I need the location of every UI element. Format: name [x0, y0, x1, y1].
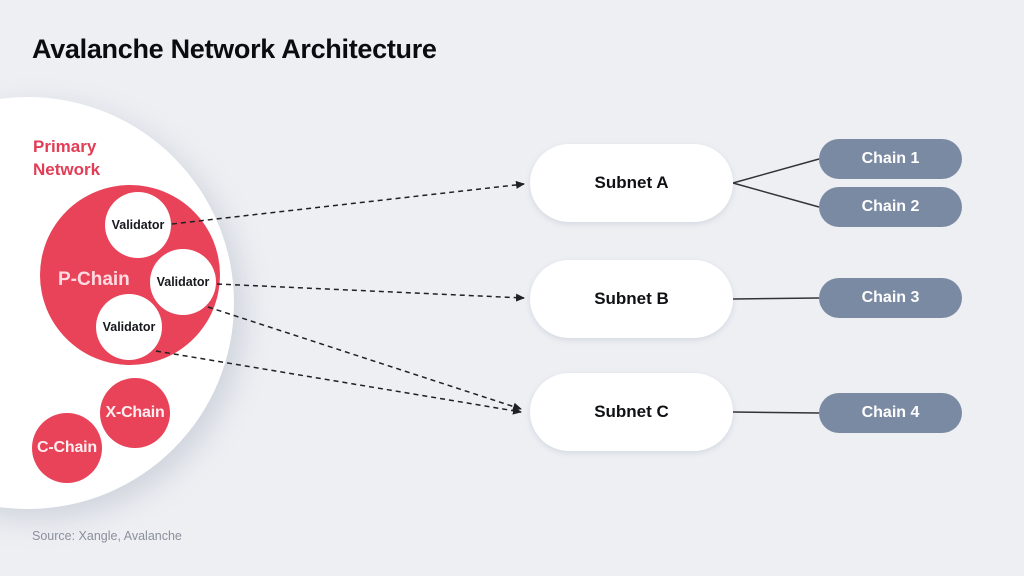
chain-1-label: Chain 1 — [861, 150, 920, 167]
chain-1-node: Chain 1 — [819, 139, 962, 179]
validator-label: Validator — [102, 320, 156, 334]
chain-3-node: Chain 3 — [819, 278, 962, 318]
subnet-c-label: Subnet C — [594, 402, 669, 421]
p-chain-label: P-Chain — [58, 269, 130, 290]
x-chain-circle: X-Chain — [100, 378, 170, 448]
validator-label: Validator — [111, 218, 165, 232]
x-chain-label: X-Chain — [105, 404, 165, 421]
c-chain-circle: C-Chain — [32, 413, 102, 483]
source-note: Source: Xangle, Avalanche — [32, 529, 182, 543]
line-subnetA-chain1 — [732, 158, 820, 184]
chain-4-node: Chain 4 — [819, 393, 962, 433]
line-subnetA-chain2 — [732, 182, 820, 208]
arrow-validator1-subnetA — [171, 180, 525, 225]
subnet-a-label: Subnet A — [594, 173, 669, 192]
primary-network-label: Primary Network — [33, 137, 101, 179]
chain-2-label: Chain 2 — [861, 198, 920, 215]
subnet-a-node: Subnet A — [530, 144, 733, 222]
subnet-c-node: Subnet C — [530, 373, 733, 451]
line-subnetB-chain3 — [732, 297, 820, 300]
subnet-b-node: Subnet B — [530, 260, 733, 338]
arrow-validator2-subnetC — [207, 306, 522, 411]
validator-label: Validator — [156, 275, 210, 289]
validator-node-2: Validator — [150, 249, 216, 315]
chain-3-label: Chain 3 — [861, 289, 920, 306]
validator-node-1: Validator — [105, 192, 171, 258]
c-chain-label: C-Chain — [37, 439, 97, 456]
arrow-validator2-subnetB — [216, 283, 525, 302]
diagram-title: Avalanche Network Architecture — [32, 34, 437, 64]
validator-node-3: Validator — [96, 294, 162, 360]
subnet-b-label: Subnet B — [594, 289, 669, 308]
chain-2-node: Chain 2 — [819, 187, 962, 227]
line-subnetC-chain4 — [732, 411, 820, 414]
chain-4-label: Chain 4 — [861, 404, 920, 421]
